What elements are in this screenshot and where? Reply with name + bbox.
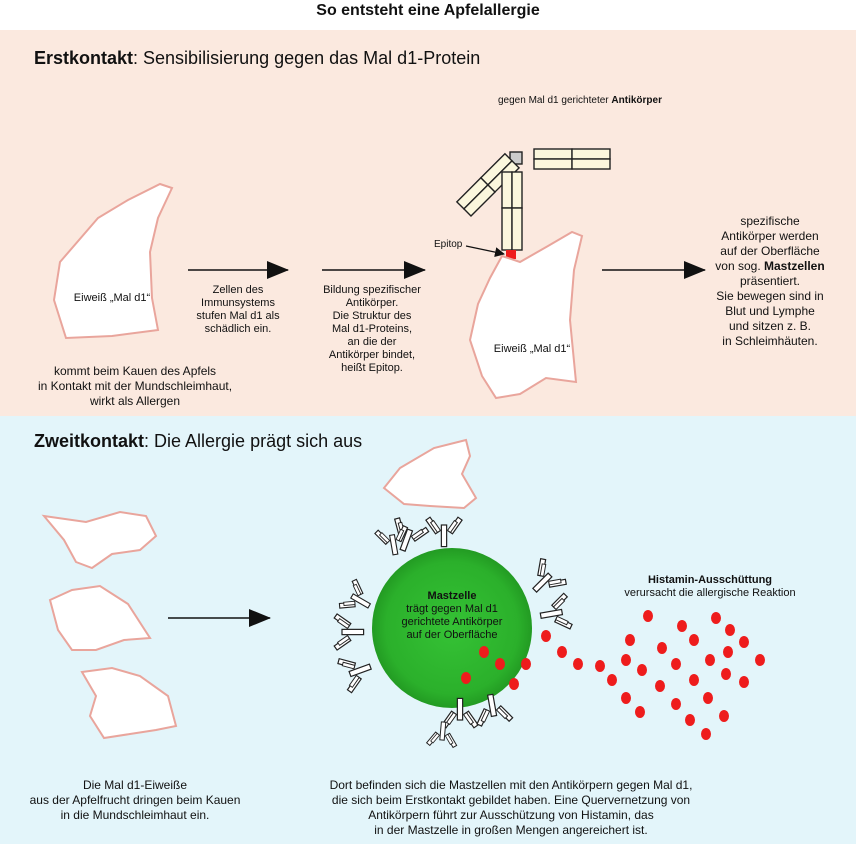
- histamine-label: Histamin-Ausschüttung verursacht die all…: [624, 574, 796, 599]
- histamine-dots-outer: [557, 610, 765, 740]
- second-contact-heading: Zweitkontakt: Die Allergie prägt sich au…: [34, 431, 363, 451]
- protein-shape-right: [468, 230, 584, 400]
- first-contact-heading: Erstkontakt: Sensibilisierung gegen das …: [34, 48, 481, 68]
- protein-shape-left: [52, 182, 174, 340]
- step1-text: Zellen des Immunsystems stufen Mal d1 al…: [196, 284, 280, 335]
- mast-cell: [372, 548, 532, 708]
- page-title: So entsteht eine Apfelallergie: [316, 2, 540, 19]
- epitope-pointer: [465, 245, 505, 258]
- step2-text: Bildung spezifischer Antikörper. Die Str…: [323, 284, 421, 374]
- protein-label-left: Eiweiß „Mal d1“: [73, 292, 151, 304]
- left-caption: Die Mal d1-Eiweiße aus der Apfelfrucht d…: [29, 778, 241, 822]
- protein-shape-bound: [382, 438, 478, 510]
- protein-shape-2b: [48, 584, 152, 651]
- bottom-caption: Dort befinden sich die Mastzellen mit de…: [329, 778, 693, 837]
- mast-cell-label: Mastzelle trägt gegen Mal d1 gerichtete …: [401, 590, 503, 641]
- protein-shape-2a: [41, 510, 158, 570]
- antibody-large: [455, 148, 611, 251]
- protein-shape-2c: [80, 666, 178, 740]
- antibody-label: gegen Mal d1 gerichteter Antikörper: [498, 95, 662, 106]
- step3-text: spezifische Antikörper werden auf der Ob…: [715, 214, 825, 348]
- epitope-marker: [506, 250, 516, 259]
- protein-caption: kommt beim Kauen des Apfels in Kontakt m…: [37, 364, 233, 408]
- histamine-dots-inner: [461, 630, 551, 690]
- epitope-label: Epitop: [434, 239, 463, 250]
- protein-label-right: Eiweiß „Mal d1“: [493, 343, 571, 355]
